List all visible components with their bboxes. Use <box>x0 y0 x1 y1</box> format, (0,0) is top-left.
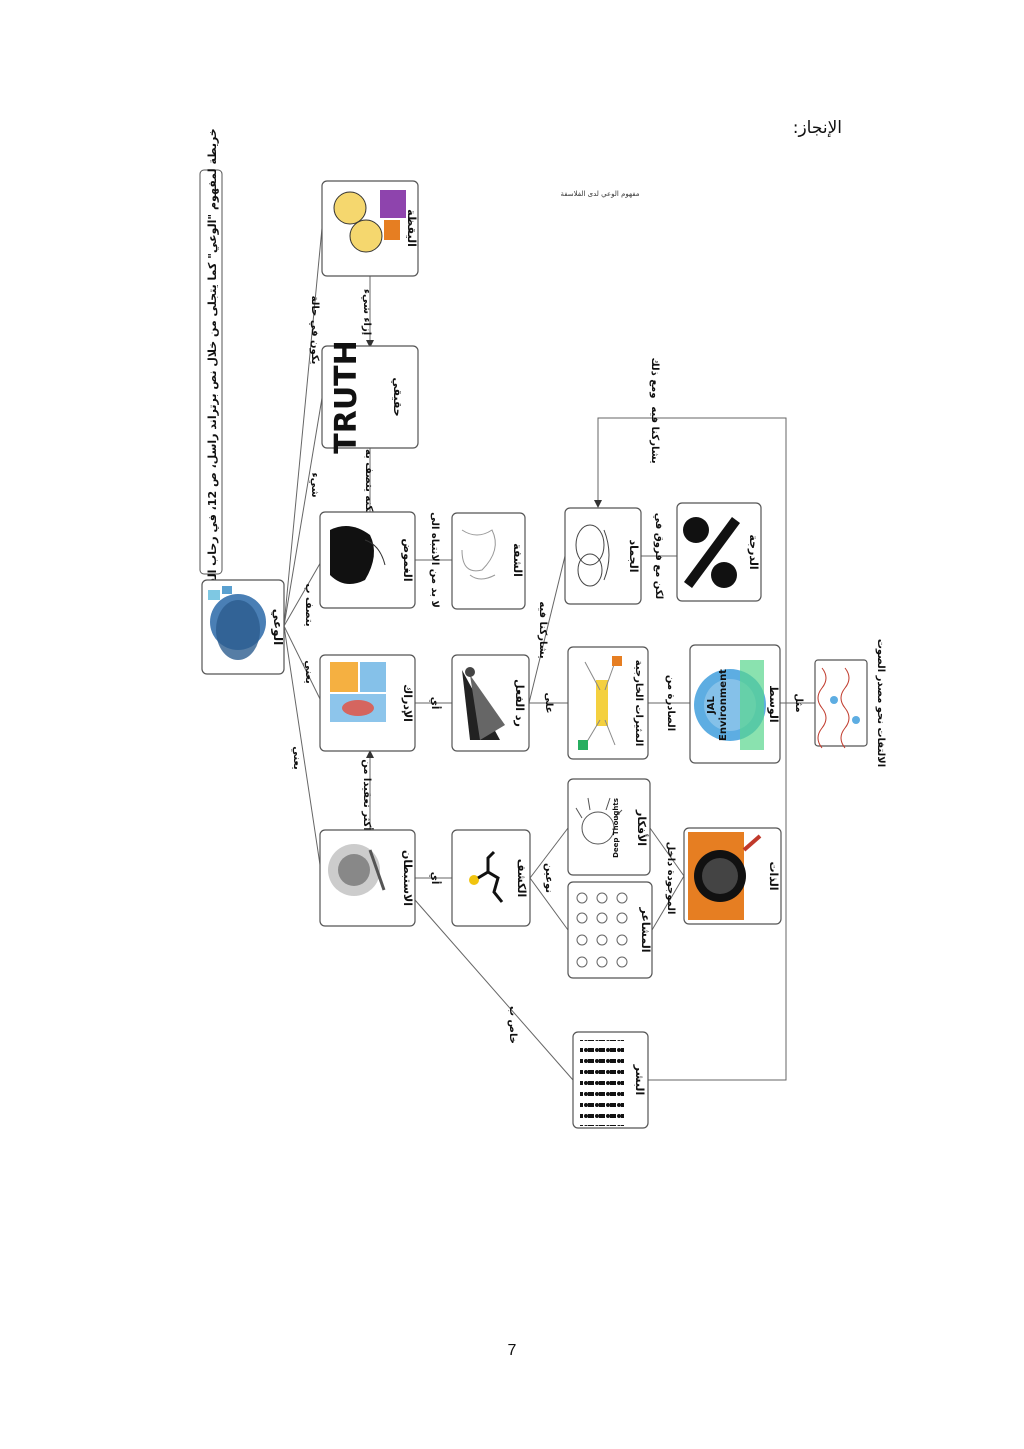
node-attention: الشفة <box>451 512 526 610</box>
edges <box>283 227 815 1081</box>
edge-like: مثل <box>793 693 804 712</box>
edge-to: على <box>543 692 554 713</box>
node-environment: Environment JAL الوسط <box>689 644 781 764</box>
node-thoughts: Deep Thoughts الأفكار <box>567 778 651 876</box>
label-humans: البشر <box>633 1064 646 1095</box>
label-feelings: المشاعر <box>639 907 652 953</box>
node-perception: الإدراك <box>319 654 416 752</box>
node-sound-turns: الالتفات نحو مصدر الصوت <box>814 639 886 767</box>
edge-but-difference: لكن مع فروق في <box>653 513 664 600</box>
label-degree: الدرجة <box>747 534 760 569</box>
edge-thing: شيء <box>309 472 320 497</box>
label-introspection: الاستبطان <box>401 850 414 906</box>
node-inanimate: الجماد <box>564 507 642 605</box>
node-introspection: الاستبطان <box>319 829 416 927</box>
label-truth: حقيقي <box>391 377 404 416</box>
label-inanimate: الجماد <box>627 540 640 573</box>
edge-issued-from: الصادرة من <box>665 675 676 731</box>
edge-types: نوعين <box>543 863 554 893</box>
edge-shared-2: يشاركنا فيه <box>649 406 660 464</box>
node-feelings: المشاعر <box>567 881 653 979</box>
node-humans: البشر <box>572 1031 649 1129</box>
truth-image-word: TRUTH <box>329 340 364 454</box>
edge-means-2: يعني <box>291 746 302 770</box>
edge-shared-1: يشاركنا فيه <box>537 601 548 659</box>
node-external-stimuli: المثيرات الخارجية <box>567 646 649 760</box>
map-title: خريطة لمفهوم "الوعي" كما يتجلى من خلال ن… <box>206 128 219 615</box>
map-title-banner: خريطة لمفهوم "الوعي" كما يتجلى من خلال ن… <box>199 128 223 616</box>
node-degree: الدرجة <box>676 502 762 602</box>
edge-ie-1: أي <box>429 697 442 710</box>
edge-found-within: الموجودة داخل <box>665 842 676 915</box>
edge-described-by: يتصف ب <box>303 583 314 626</box>
label-perception: الإدراك <box>401 684 414 722</box>
label-discovery: الكشف <box>515 859 528 898</box>
env-image-word: Environment <box>718 669 729 741</box>
thoughts-caption: Deep Thoughts <box>612 798 620 858</box>
small-note: مفهوم الوعي لدى الفلاسفة <box>560 190 639 198</box>
label-obscurity: الغموض <box>401 538 414 581</box>
edge-ie-2: أي <box>429 872 442 885</box>
edge-must-attend: لا بد من الانتباه الى <box>429 512 440 608</box>
edge-more-complex: أكثر تعقيدا من <box>361 759 374 831</box>
page-heading: الإنجاز: <box>792 118 842 138</box>
label-self: الذات <box>767 861 780 890</box>
node-truth: TRUTH حقيقي <box>321 340 419 454</box>
edge-means-1: يعني <box>303 660 314 684</box>
node-consciousness: الوعي <box>201 579 285 675</box>
node-self: الذات <box>683 827 782 925</box>
label-awareness: اليقظة <box>405 209 418 247</box>
label-reaction: رد الفعل <box>513 679 526 727</box>
node-discovery: الكشف <box>451 829 531 927</box>
label-environment: الوسط <box>767 685 780 722</box>
edge-specific-to: خاص ب <box>507 1006 518 1044</box>
label-sound-turns: الالتفات نحو مصدر الصوت <box>875 639 886 767</box>
page-number: 7 <box>507 1342 517 1359</box>
edge-and-yet: ومع ذلك <box>649 358 660 399</box>
node-awareness: اليقظة <box>321 180 419 277</box>
label-external-stimuli: المثيرات الخارجية <box>633 660 644 746</box>
edge-but-described: لكنه يتصف به <box>363 449 374 515</box>
jal-image-word: JAL <box>706 695 717 714</box>
node-reaction: رد الفعل <box>451 654 530 752</box>
label-thoughts: الأفكار <box>635 809 649 846</box>
node-obscurity: الغموض <box>319 511 416 609</box>
edge-labels: يكون في حالة إزاء شيء شيء لكنه يتصف به ي… <box>291 289 804 1044</box>
label-attention: الشفة <box>511 543 524 577</box>
edge-of-thing: إزاء شيء <box>361 289 372 335</box>
edge-in-state: يكون في حالة <box>309 296 320 365</box>
label-consciousness: الوعي <box>270 609 285 645</box>
